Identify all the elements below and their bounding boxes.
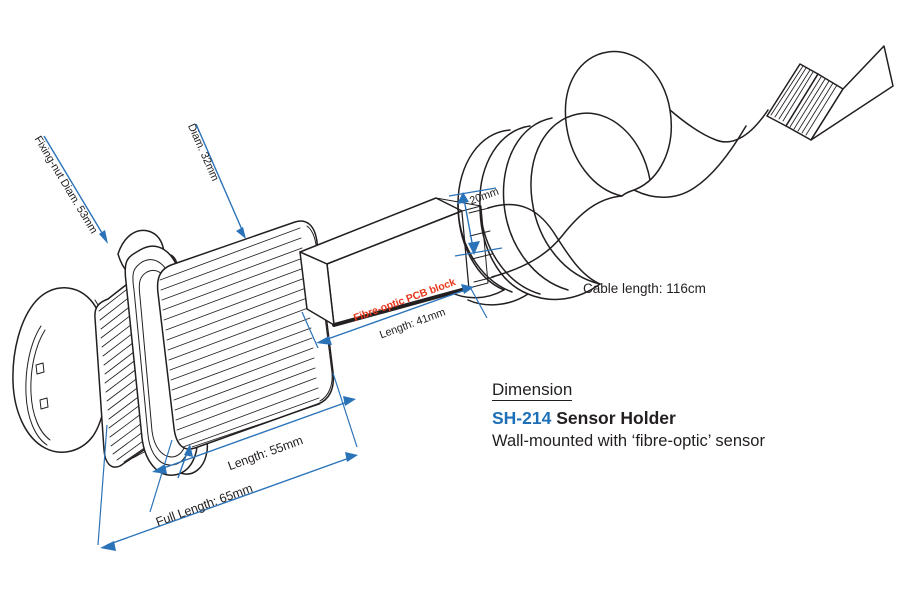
- info-block: Dimension SH-214 Sensor Holder Wall-moun…: [492, 380, 852, 452]
- dim-barrel-diam: [195, 123, 246, 239]
- coiled-cable-assembly: [449, 45, 894, 306]
- dim-pcb-length: [301, 284, 488, 349]
- dim-full-length: [97, 424, 358, 551]
- info-model-name: Sensor Holder: [556, 408, 676, 429]
- sensor-holder-assembly: [12, 197, 495, 476]
- dim-barrel-length: [149, 372, 358, 513]
- dim-cable-exit-height: [448, 187, 503, 257]
- dim-fixing-nut-diam: [43, 135, 108, 244]
- cable-connector-part: [766, 45, 894, 141]
- thread-lines-main: [159, 227, 321, 448]
- pcb-block-part: [299, 197, 489, 327]
- info-description: Wall-mounted with ‘fibre-optic’ sensor: [492, 432, 765, 451]
- threaded-barrel-main: [156, 220, 335, 450]
- info-heading: Dimension: [492, 380, 573, 402]
- info-model-code: SH-214: [492, 408, 552, 429]
- cable-exit-gland: [468, 207, 495, 283]
- label-cable-length: Cable length: 116cm: [583, 281, 706, 296]
- info-model-line: SH-214 Sensor Holder: [492, 408, 852, 428]
